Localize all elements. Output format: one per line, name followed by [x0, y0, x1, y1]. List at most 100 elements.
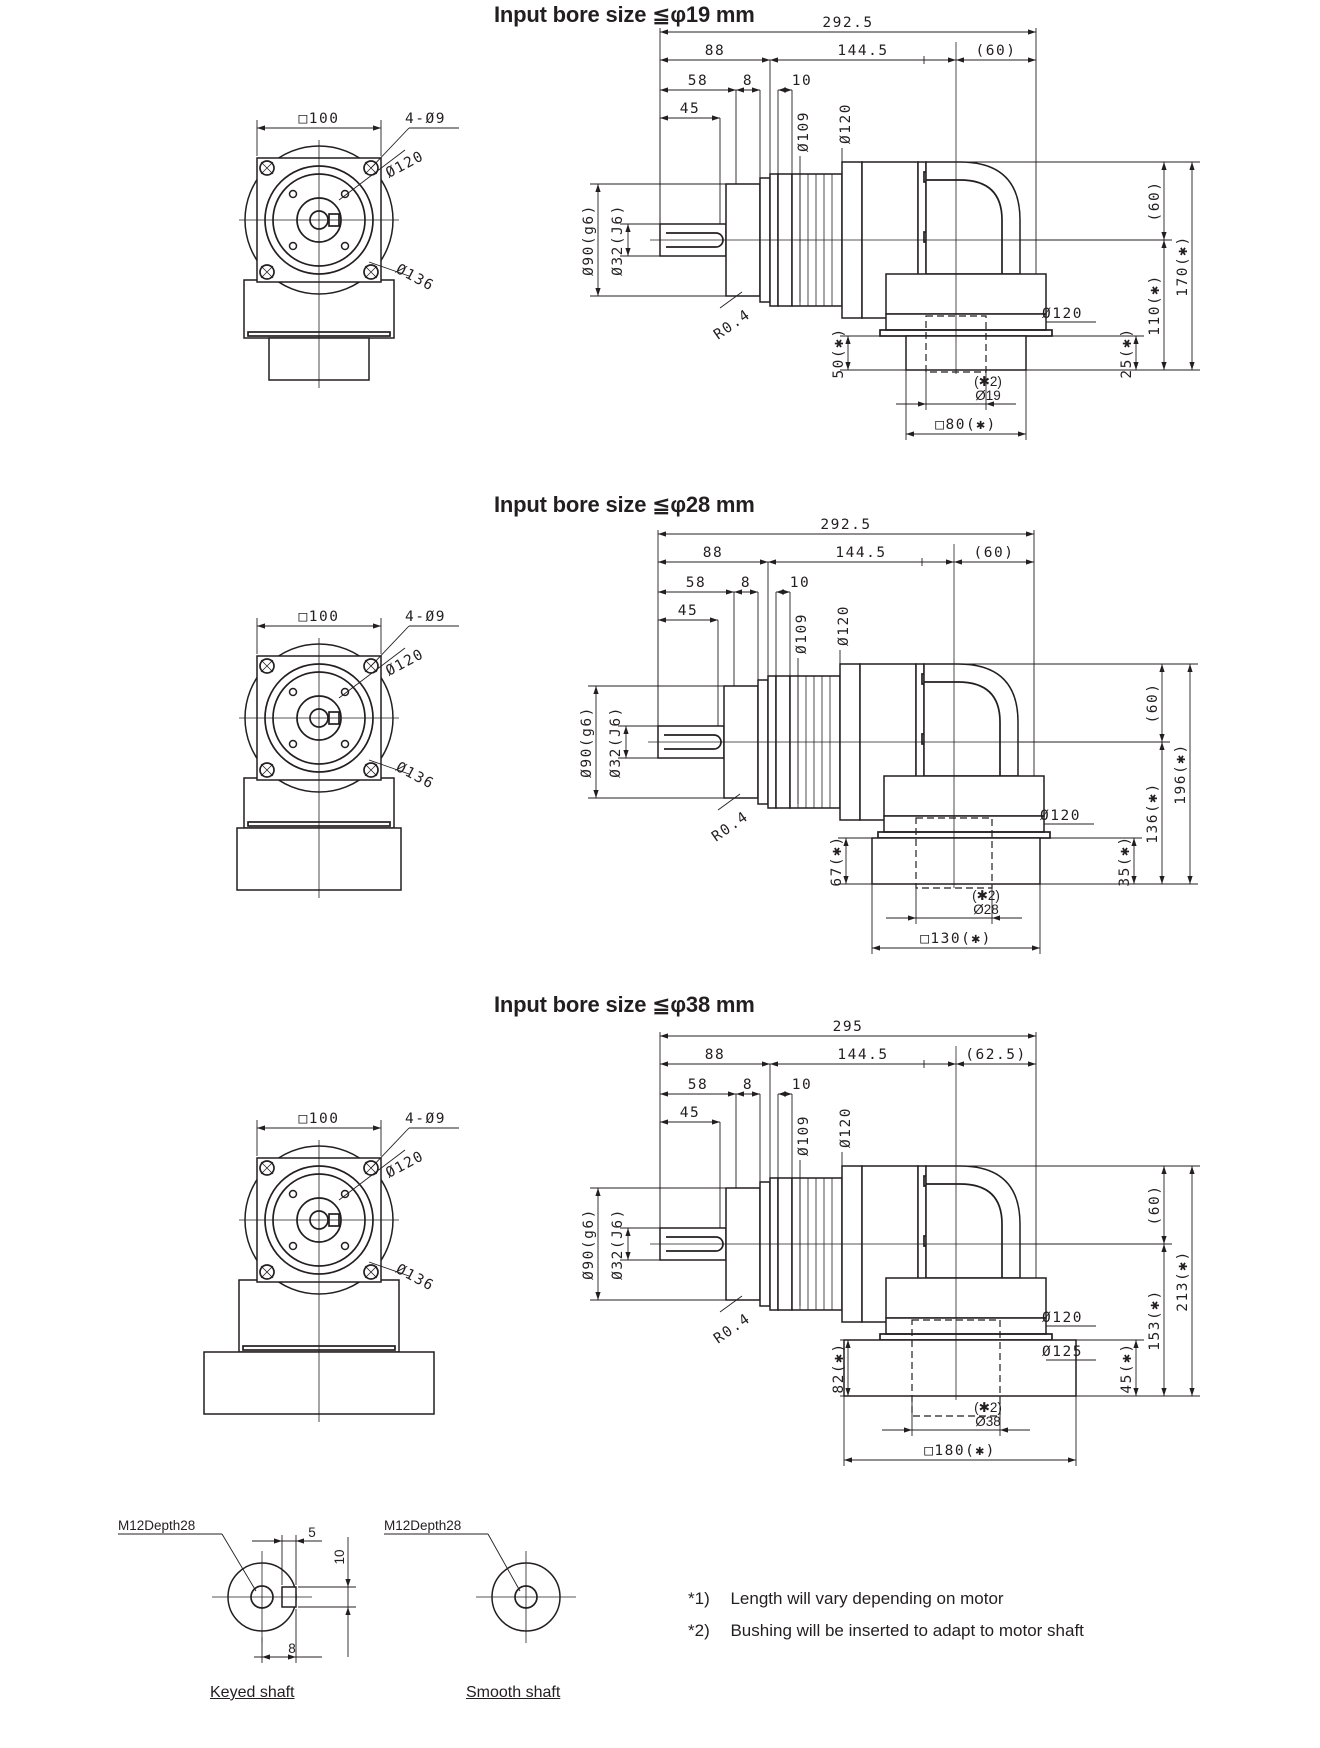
- screw-hole: [288, 1189, 298, 1199]
- dim-seg-c-label: (60): [976, 43, 1017, 59]
- dim-arrow: [752, 1091, 760, 1097]
- dim-v-mid-label: 110(✱): [1147, 274, 1163, 335]
- mount-hole: [363, 658, 379, 674]
- dim-arrow: [752, 87, 760, 93]
- elbow-inner: [926, 1183, 1003, 1278]
- dim-arrow: [762, 57, 770, 63]
- lower-housing: [883, 775, 1045, 817]
- mount-hole: [363, 264, 379, 280]
- section-title-19: Input bore size ≦φ19 mm: [494, 2, 755, 27]
- dim-total-length-label: 295: [833, 1019, 864, 1035]
- dim-arrow: [712, 1119, 720, 1125]
- dim-v60-label: (60): [1147, 181, 1163, 222]
- dim-arrow: [1026, 531, 1034, 537]
- leader-holes: [370, 625, 410, 667]
- mount-hole: [259, 658, 275, 674]
- dim-arrow: [1189, 362, 1195, 370]
- dim-arrow: [734, 589, 742, 595]
- dim-arrow: [595, 184, 601, 192]
- motor-square-label: □80(✱): [935, 417, 996, 433]
- flange-dia2-label: Ø125: [1042, 1344, 1083, 1360]
- section-title-28: Input bore size ≦φ28 mm: [494, 492, 755, 517]
- smooth-thread-label: M12Depth28: [384, 1518, 461, 1533]
- dim-arrow: [660, 29, 668, 35]
- dim-arrow: [845, 1340, 851, 1348]
- dim-arrow: [257, 623, 265, 629]
- leader: [487, 1533, 521, 1592]
- mount-hole: [259, 160, 275, 176]
- dim-arrow: [593, 790, 599, 798]
- note-2-mark: *2): [688, 1621, 710, 1640]
- motor-flange: [885, 1317, 1047, 1335]
- dim-arrow: [736, 1091, 744, 1097]
- dim-arrow: [770, 1061, 778, 1067]
- dim-arrow: [1189, 162, 1195, 170]
- motor-adapter: [843, 1339, 1077, 1397]
- screw-hole: [340, 687, 350, 697]
- dim-arrow: [845, 336, 851, 344]
- dim-arrow: [784, 1091, 792, 1097]
- dim-seg-a-label: 88: [705, 43, 725, 59]
- section-title-38: Input bore size ≦φ38 mm: [494, 992, 755, 1017]
- dim-arrow: [1133, 1388, 1139, 1396]
- dim-v-mid-label: 153(✱): [1147, 1289, 1163, 1350]
- motor-flange-plate: [877, 831, 1051, 839]
- dim-arrow: [373, 623, 381, 629]
- dim-left-h-label: 67(✱): [829, 835, 845, 886]
- dim-8-label: 8: [743, 1077, 753, 1093]
- dim-v60-label: (60): [1145, 683, 1161, 724]
- screw-hole: [288, 687, 298, 697]
- dim-v-small-label: 35(✱): [1117, 835, 1133, 886]
- dim-arrow: [660, 87, 668, 93]
- screw-hole: [340, 189, 350, 199]
- dim-45-label: 45: [680, 101, 700, 117]
- dim-arrow: [660, 1091, 668, 1097]
- dim-arrow: [782, 589, 790, 595]
- dim-seg-b-label: 144.5: [837, 1047, 888, 1063]
- dim-arrow: [954, 559, 962, 565]
- dim-arrow: [1161, 1388, 1167, 1396]
- dim-v-small-label: 25(✱): [1119, 327, 1135, 378]
- dim-arrow: [1159, 664, 1165, 672]
- dim-v60-label: (60): [1147, 1185, 1163, 1226]
- dia120-label: Ø120: [838, 103, 854, 144]
- dim-arrow: [1189, 1166, 1195, 1174]
- dim-arrow: [956, 1061, 964, 1067]
- dim-arrow: [262, 1654, 270, 1660]
- front-square-dim-label: □100: [299, 111, 340, 127]
- dim-v-mid-label: 136(✱): [1145, 782, 1161, 843]
- flange-dia-label: Ø120: [1040, 808, 1081, 824]
- dim-arrow: [908, 915, 916, 921]
- dim-arrow: [1028, 57, 1036, 63]
- hole-cross: [260, 763, 274, 777]
- dim-arrow: [625, 1252, 631, 1260]
- dim-8-label: 8: [741, 575, 751, 591]
- dim-arrow: [1161, 240, 1167, 248]
- dim-arrow: [595, 1188, 601, 1196]
- dim-arrow: [762, 1061, 770, 1067]
- dim-arrow: [728, 87, 736, 93]
- dim-arrow: [623, 750, 629, 758]
- dim-arrow: [625, 224, 631, 232]
- key-d-label: 8: [288, 1641, 296, 1656]
- dim-arrow: [956, 57, 964, 63]
- dim-arrow: [1187, 664, 1193, 672]
- leader-holes: [370, 127, 410, 169]
- dia109-label: Ø109: [796, 111, 812, 152]
- dim-arrow: [986, 401, 994, 407]
- screw-hole: [340, 1189, 350, 1199]
- dim-arrow: [760, 559, 768, 565]
- dim-arrow: [1159, 742, 1165, 750]
- dim-total-length-label: 292.5: [822, 15, 873, 31]
- dim-left-h-label: 82(✱): [831, 1342, 847, 1393]
- dim-58-label: 58: [686, 575, 706, 591]
- dim-arrow: [710, 617, 718, 623]
- key-h-label: 10: [332, 1549, 347, 1564]
- hole-cross: [260, 161, 274, 175]
- dim-arrow: [1161, 362, 1167, 370]
- dim-seg-a-label: 88: [703, 545, 723, 561]
